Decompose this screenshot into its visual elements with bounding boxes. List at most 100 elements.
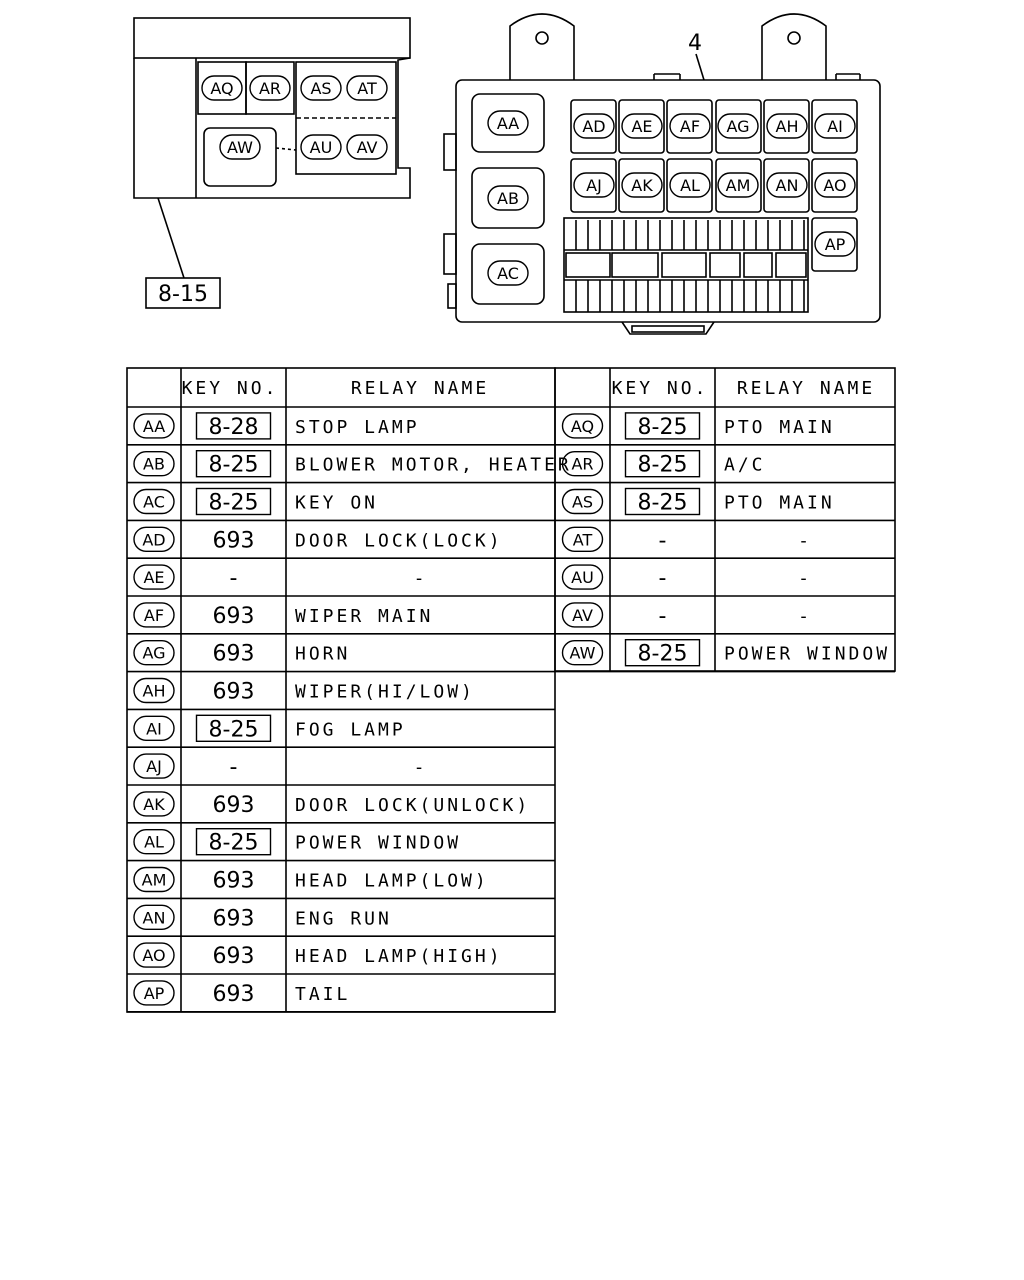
row-id-tag: AG xyxy=(133,640,175,666)
key-no-cell: 8-25 xyxy=(638,642,688,667)
row-id-tag: AQ xyxy=(561,413,604,439)
row-id-tag-label: AP xyxy=(144,984,165,1003)
key-no-cell: 8-25 xyxy=(638,453,688,478)
left-tag-aq: AQ xyxy=(201,75,243,101)
key-no-cell: 8-25 xyxy=(638,491,688,516)
key-no-cell: 8-28 xyxy=(209,415,259,440)
fuse-tag-ah: AH xyxy=(766,113,808,139)
row-id-tag-label: AR xyxy=(571,455,593,474)
relay-name-cell: - xyxy=(414,568,428,589)
fuse-tag-al-label: AL xyxy=(680,176,700,195)
row-id-tag-label: AQ xyxy=(571,417,594,436)
relay-name-cell: ENG RUN xyxy=(295,908,392,929)
fuse-tag-am-label: AM xyxy=(726,176,751,195)
relay-name-cell: FOG LAMP xyxy=(295,719,406,740)
relay-name-cell: PTO MAIN xyxy=(724,493,835,514)
left-tag-aw: AW xyxy=(219,134,261,160)
row-id-tag-label: AL xyxy=(144,833,164,852)
relay-name-cell: DOOR LOCK(UNLOCK) xyxy=(295,795,530,816)
left-tag-au: AU xyxy=(300,134,342,160)
relay-name-cell: - xyxy=(798,530,812,551)
fuse-tag-ai: AI xyxy=(814,113,856,139)
key-ref-box xyxy=(195,450,272,478)
key-no-cell: 8-25 xyxy=(209,453,259,478)
right-header-key-no: KEY NO. xyxy=(612,378,709,399)
row-id-tag-label: AE xyxy=(143,568,164,587)
left-tag-ar-label: AR xyxy=(259,79,281,98)
table-row: AN 693 ENG RUN xyxy=(133,904,392,931)
row-id-tag-label: AW xyxy=(570,644,596,663)
table-row: AW 8-25 POWER WINDOW xyxy=(561,639,890,667)
row-id-tag-label: AF xyxy=(144,606,164,625)
key-no-cell: 693 xyxy=(213,680,255,705)
table-row: AT-- xyxy=(561,526,812,553)
row-id-tag-label: AM xyxy=(142,871,167,890)
fuse-tag-af: AF xyxy=(669,113,711,139)
key-ref-box xyxy=(624,450,701,478)
relay-name-cell: WIPER(HI/LOW) xyxy=(295,682,475,703)
row-id-tag-label: AN xyxy=(143,908,166,927)
fuse-tag-ab-label: AB xyxy=(497,189,519,208)
key-ref-box xyxy=(195,412,272,440)
row-id-tag: AO xyxy=(133,942,175,968)
row-id-tag-label: AC xyxy=(143,493,165,512)
row-id-tag: AS xyxy=(561,488,604,515)
table-row: AR 8-25 A/C xyxy=(561,450,766,478)
fuse-tag-aj: AJ xyxy=(573,172,615,198)
row-id-tag-label: AJ xyxy=(146,757,162,776)
left-header-relay-name: RELAY NAME xyxy=(351,378,489,399)
key-ref-box xyxy=(624,487,701,516)
row-id-tag-label: AO xyxy=(142,946,165,965)
fuse-tag-ac: AC xyxy=(487,260,529,286)
row-id-tag: AA xyxy=(133,413,175,439)
left-relay-block xyxy=(133,17,411,279)
row-id-tag-label: AI xyxy=(146,719,162,738)
row-id-tag: AV xyxy=(561,602,604,628)
fuse-tag-ae: AE xyxy=(621,113,663,139)
left-tag-aq-label: AQ xyxy=(210,79,233,98)
relay-name-cell: PTO MAIN xyxy=(724,417,835,438)
row-id-tag: AI xyxy=(133,715,175,741)
fuse-tag-ae-label: AE xyxy=(631,117,652,136)
left-tag-aw-label: AW xyxy=(227,138,253,157)
fuse-slots xyxy=(575,220,805,312)
fuse-tag-ap-label: AP xyxy=(825,235,846,254)
relay-name-cell: POWER WINDOW xyxy=(724,644,890,665)
row-id-tag: AK xyxy=(133,791,175,817)
relay-name-cell: HORN xyxy=(295,644,350,665)
relay-name-cell: POWER WINDOW xyxy=(295,833,461,854)
left-header-key-no: KEY NO. xyxy=(182,378,279,399)
row-id-tag: AR xyxy=(561,451,604,477)
fuse-tag-ad: AD xyxy=(573,113,615,139)
row-id-tag-label: AU xyxy=(571,568,594,587)
row-id-tag-label: AB xyxy=(143,455,165,474)
row-id-tag: AP xyxy=(133,980,175,1006)
row-id-tag-label: AT xyxy=(573,530,593,549)
fuse-tag-ai-label: AI xyxy=(827,117,843,136)
fuse-tag-aa: AA xyxy=(487,110,529,136)
relay-name-cell: A/C xyxy=(724,455,766,476)
fuse-tag-ap: AP xyxy=(814,231,856,257)
key-no-cell: 693 xyxy=(213,906,255,931)
relay-name-cell: - xyxy=(798,606,812,627)
left-tag-ar: AR xyxy=(249,75,291,101)
key-no-cell: 693 xyxy=(213,869,255,894)
fuse-tag-an-label: AN xyxy=(776,176,799,195)
row-id-tag: AE xyxy=(133,564,175,590)
row-id-tag: AM xyxy=(133,866,175,893)
fuse-tag-al: AL xyxy=(669,172,711,198)
key-no-cell: - xyxy=(230,755,238,780)
fuse-tag-ao: AO xyxy=(814,172,856,198)
row-id-tag: AD xyxy=(133,526,175,552)
